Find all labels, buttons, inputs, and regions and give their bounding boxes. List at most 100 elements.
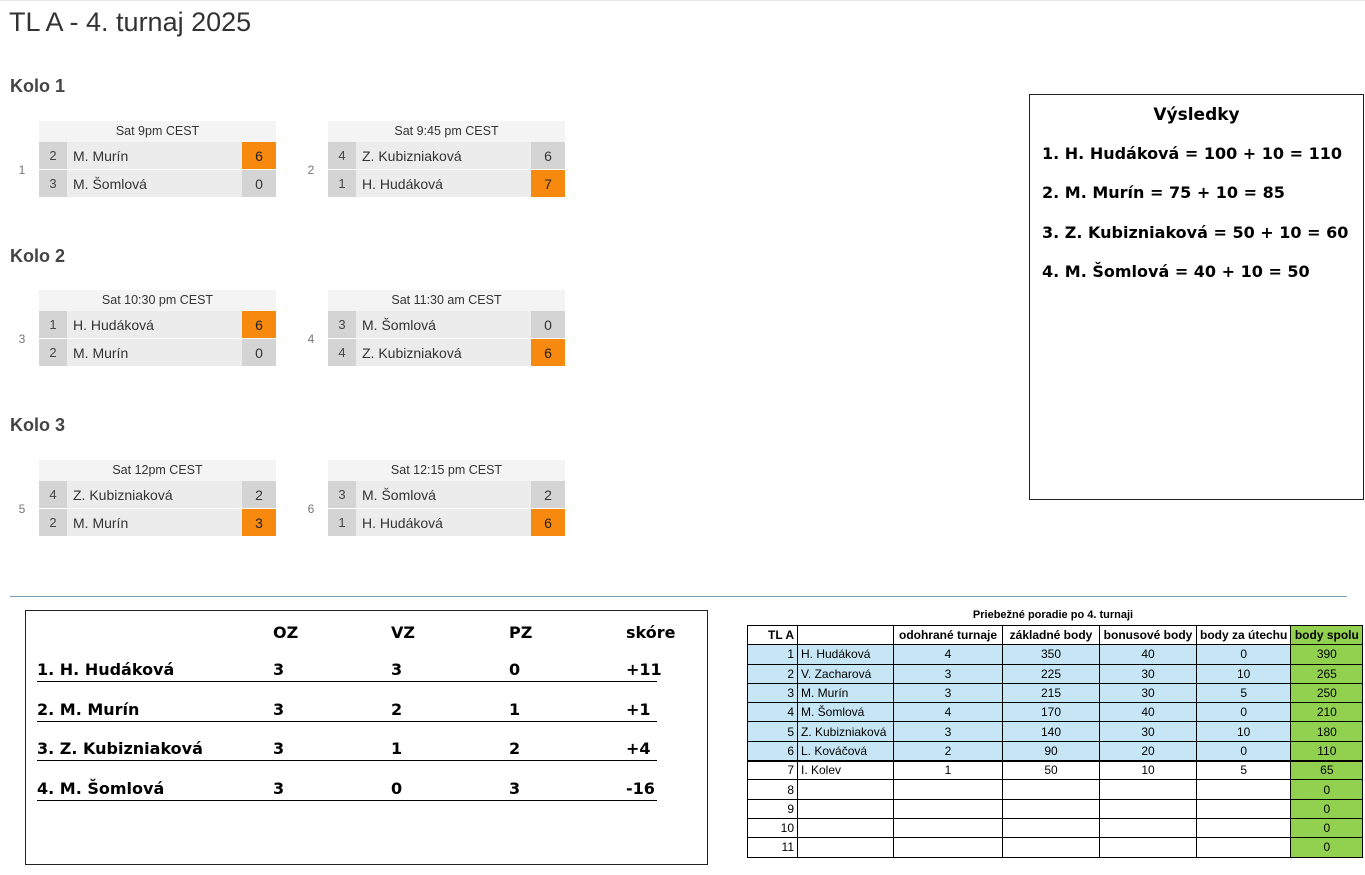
ranking-cell-name bbox=[797, 817, 894, 839]
player-score: 0 bbox=[242, 170, 276, 197]
standings-score: +1 bbox=[626, 700, 651, 719]
player-score: 7 bbox=[531, 170, 565, 197]
ranking-cell-total: 0 bbox=[1290, 779, 1364, 800]
ranking-cell-base bbox=[1002, 779, 1100, 800]
ranking-cell-name: M. Murín bbox=[797, 682, 894, 704]
ranking-cell-rank: 8 bbox=[747, 779, 798, 800]
ranking-cell-rank: 3 bbox=[747, 682, 798, 704]
page-title: TL A - 4. turnaj 2025 bbox=[9, 7, 252, 37]
ranking-cell-played: 1 bbox=[893, 759, 1003, 781]
player-seed: 4 bbox=[328, 339, 356, 366]
match-player-row[interactable]: 1 H. Hudáková 7 bbox=[328, 170, 565, 197]
player-name: Z. Kubizniaková bbox=[356, 142, 531, 169]
standings-name: 2. M. Murín bbox=[37, 700, 140, 719]
standings-vz: 0 bbox=[391, 779, 403, 798]
match-number: 4 bbox=[307, 332, 315, 346]
ranking-cell-consolation bbox=[1195, 817, 1292, 839]
standings-score: +4 bbox=[626, 739, 651, 758]
player-seed: 1 bbox=[328, 170, 356, 197]
results-box: Výsledky 1. H. Hudáková = 100 + 10 = 110… bbox=[1029, 94, 1364, 500]
header-pz: PZ bbox=[509, 623, 533, 642]
ranking-cell-rank: 2 bbox=[747, 663, 798, 684]
player-seed: 2 bbox=[39, 339, 67, 366]
ranking-cell-bonus: 30 bbox=[1099, 682, 1197, 704]
ranking-cell-rank: 1 bbox=[747, 644, 798, 665]
match-card[interactable]: Sat 9:45 pm CEST 4 Z. Kubizniaková 6 1 H… bbox=[328, 121, 565, 197]
player-name: M. Šomlová bbox=[67, 170, 242, 197]
ranking-cell-name: Z. Kubizniaková bbox=[797, 721, 894, 742]
standings-row: 1. H. Hudáková 3 3 0 +11 bbox=[37, 660, 662, 682]
standings-vz: 2 bbox=[391, 700, 403, 719]
player-score: 6 bbox=[531, 509, 565, 536]
standings-oz: 3 bbox=[273, 779, 285, 798]
ranking-cell-consolation: 0 bbox=[1195, 702, 1292, 723]
ranking-cell-total: 0 bbox=[1290, 837, 1364, 858]
group-standings: OZ VZ PZ skóre 1. H. Hudáková 3 3 0 +11 … bbox=[25, 610, 708, 865]
match-card[interactable]: Sat 12:15 pm CEST 3 M. Šomlová 2 1 H. Hu… bbox=[328, 460, 565, 536]
ranking-cell-consolation: 5 bbox=[1195, 759, 1292, 781]
player-name: M. Šomlová bbox=[356, 481, 531, 508]
ranking-cell-total: 0 bbox=[1290, 798, 1364, 819]
match-player-row[interactable]: 4 Z. Kubizniaková 6 bbox=[328, 142, 565, 169]
match-player-row[interactable]: 1 H. Hudáková 6 bbox=[39, 311, 276, 338]
player-score: 6 bbox=[531, 339, 565, 366]
header-oz: OZ bbox=[273, 623, 299, 642]
match-player-row[interactable]: 2 M. Murín 3 bbox=[39, 509, 276, 536]
ranking-cell-rank: 6 bbox=[747, 740, 798, 762]
ranking-cell-base bbox=[1002, 798, 1100, 819]
match-card[interactable]: Sat 9pm CEST 2 M. Murín 6 3 M. Šomlová 0 bbox=[39, 121, 276, 197]
match-card[interactable]: Sat 12pm CEST 4 Z. Kubizniaková 2 2 M. M… bbox=[39, 460, 276, 536]
match-player-row[interactable]: 3 M. Šomlová 0 bbox=[39, 170, 276, 197]
player-seed: 1 bbox=[39, 311, 67, 338]
match-player-row[interactable]: 1 H. Hudáková 6 bbox=[328, 509, 565, 536]
match-player-row[interactable]: 4 Z. Kubizniaková 2 bbox=[39, 481, 276, 508]
ranking-cell-name bbox=[797, 837, 894, 858]
standings-vz: 3 bbox=[391, 660, 403, 679]
ranking-cell-bonus bbox=[1099, 837, 1197, 858]
ranking-cell-base bbox=[1002, 817, 1100, 839]
ranking-cell-played: 3 bbox=[893, 721, 1003, 742]
standings-row: 4. M. Šomlová 3 0 3 -16 bbox=[37, 779, 657, 801]
ranking-header: odohrané turnaje bbox=[893, 624, 1003, 646]
ranking-cell-bonus: 30 bbox=[1099, 721, 1197, 742]
match-player-row[interactable]: 4 Z. Kubizniaková 6 bbox=[328, 339, 565, 366]
ranking-cell-rank: 5 bbox=[747, 721, 798, 742]
player-score: 2 bbox=[531, 481, 565, 508]
ranking-cell-bonus bbox=[1099, 779, 1197, 800]
match-player-row[interactable]: 3 M. Šomlová 0 bbox=[328, 311, 565, 338]
standings-vz: 1 bbox=[391, 739, 403, 758]
ranking-header: bonusové body bbox=[1099, 624, 1197, 646]
top-border bbox=[0, 0, 1365, 1]
standings-pz: 0 bbox=[509, 660, 521, 679]
ranking-cell-base: 225 bbox=[1002, 663, 1100, 684]
results-line: 4. M. Šomlová = 40 + 10 = 50 bbox=[1042, 262, 1310, 281]
player-score: 0 bbox=[242, 339, 276, 366]
ranking-cell-played: 2 bbox=[893, 740, 1003, 762]
match-player-row[interactable]: 3 M. Šomlová 2 bbox=[328, 481, 565, 508]
match-card[interactable]: Sat 11:30 am CEST 3 M. Šomlová 0 4 Z. Ku… bbox=[328, 290, 565, 366]
match-card[interactable]: Sat 10:30 pm CEST 1 H. Hudáková 6 2 M. M… bbox=[39, 290, 276, 366]
ranking-cell-base: 140 bbox=[1002, 721, 1100, 742]
match-time: Sat 9:45 pm CEST bbox=[328, 121, 565, 142]
match-time: Sat 12:15 pm CEST bbox=[328, 460, 565, 481]
ranking-cell-played bbox=[893, 779, 1003, 800]
ranking-title: Priebežné poradie po 4. turnaji bbox=[972, 609, 1134, 621]
match-player-row[interactable]: 2 M. Murín 0 bbox=[39, 339, 276, 366]
match-player-row[interactable]: 2 M. Murín 6 bbox=[39, 142, 276, 169]
ranking-cell-played: 4 bbox=[893, 702, 1003, 723]
ranking-cell-base: 170 bbox=[1002, 702, 1100, 723]
results-line: 2. M. Murín = 75 + 10 = 85 bbox=[1042, 183, 1285, 202]
player-name: M. Šomlová bbox=[356, 311, 531, 338]
ranking-cell-total: 265 bbox=[1290, 663, 1364, 684]
round-title-3: Kolo 3 bbox=[10, 415, 66, 435]
standings-row: 3. Z. Kubizniaková 3 1 2 +4 bbox=[37, 739, 657, 761]
